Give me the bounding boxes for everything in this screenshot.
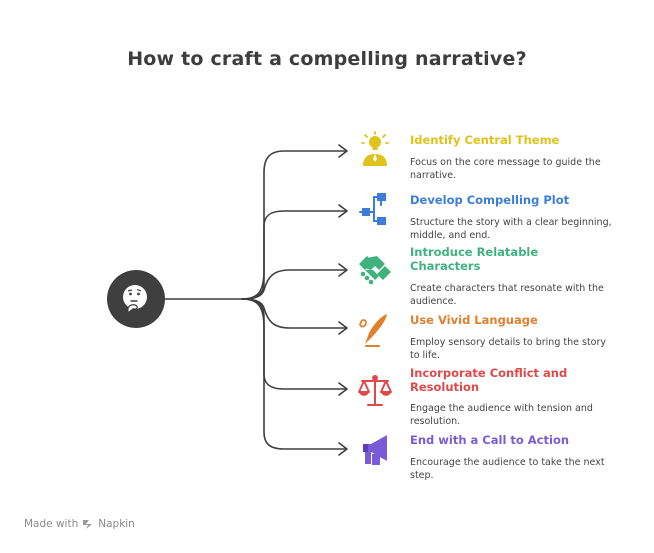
connector-6 bbox=[241, 298, 346, 450]
item-title-4: Use Vivid Language bbox=[410, 313, 538, 327]
lightbulb-person-icon bbox=[361, 131, 389, 166]
item-description-2: Structure the story with a clear beginni… bbox=[410, 217, 612, 241]
item-description-6: Encourage the audience to take the next … bbox=[410, 457, 605, 481]
hub-circle bbox=[107, 270, 165, 328]
napkin-logo-icon bbox=[83, 520, 93, 529]
megaphone-icon bbox=[363, 435, 387, 465]
quill-pen-icon bbox=[359, 314, 387, 347]
connector-3 bbox=[241, 269, 346, 300]
connector-5 bbox=[241, 298, 346, 390]
balance-scale-icon bbox=[358, 375, 392, 406]
item-title-3: Introduce Relatable Characters bbox=[410, 245, 539, 273]
made-with-label: Made with bbox=[24, 518, 79, 530]
flowchart-icon bbox=[359, 193, 386, 225]
connector-2 bbox=[241, 210, 346, 300]
item-description-3: Create characters that resonate with the… bbox=[410, 283, 604, 307]
page-title: How to craft a compelling narrative? bbox=[127, 48, 527, 70]
item-title-1: Identify Central Theme bbox=[410, 133, 560, 147]
item-description-5: Engage the audience with tension and res… bbox=[410, 403, 593, 427]
item-title-5: Incorporate Conflict and Resolution bbox=[410, 366, 568, 394]
handshake-icon bbox=[359, 256, 391, 285]
item-description-4: Employ sensory details to bring the stor… bbox=[410, 337, 607, 361]
item-title-6: End with a Call to Action bbox=[410, 433, 570, 447]
connector-1 bbox=[241, 150, 346, 300]
napkin-brand: Napkin bbox=[98, 518, 135, 530]
thinking-face-icon bbox=[123, 285, 147, 313]
item-title-2: Develop Compelling Plot bbox=[410, 193, 570, 207]
made-with-napkin-footer: Made with Napkin bbox=[24, 518, 135, 530]
item-description-1: Focus on the core message to guide the n… bbox=[410, 157, 601, 181]
